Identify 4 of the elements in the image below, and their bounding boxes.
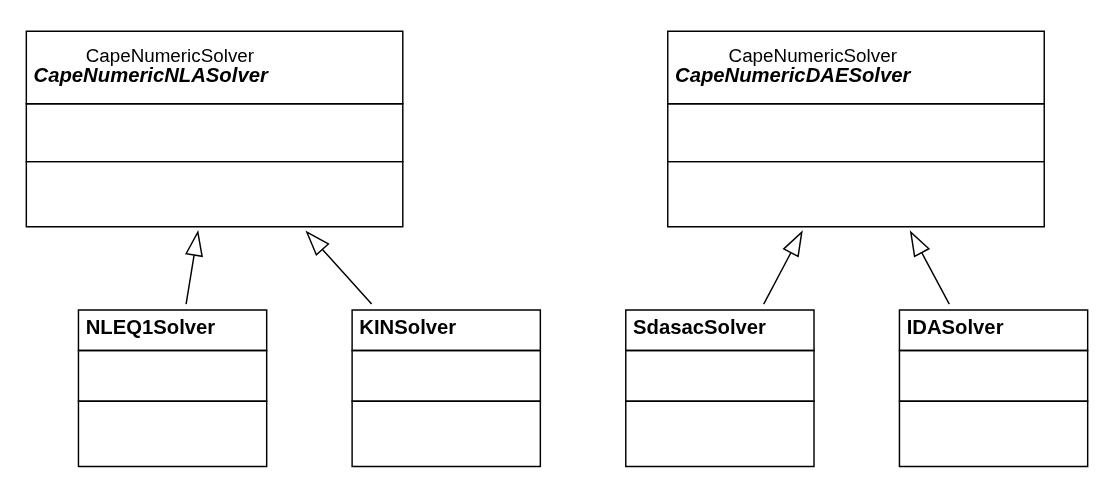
arrow <box>305 230 373 305</box>
arrow <box>763 230 803 305</box>
arrow <box>184 230 203 305</box>
arrow <box>909 230 950 305</box>
